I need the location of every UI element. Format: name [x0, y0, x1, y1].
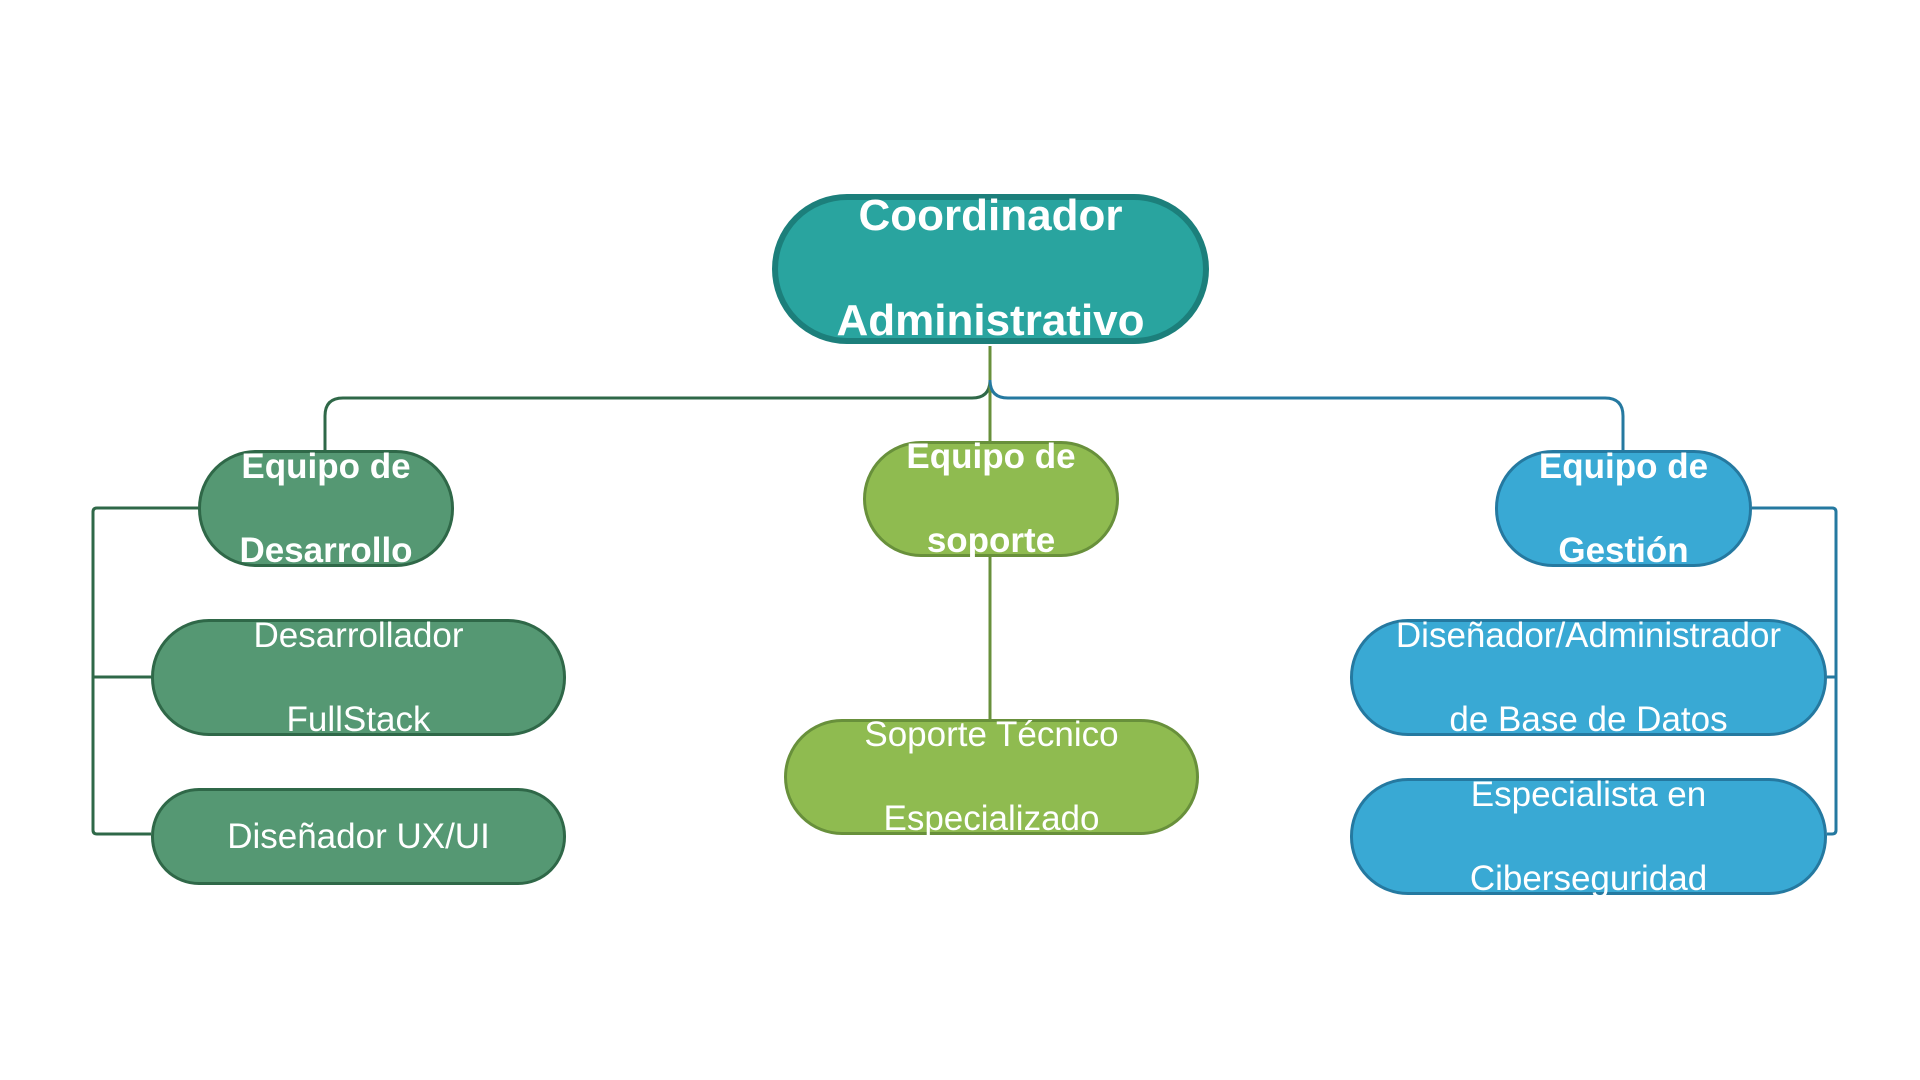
connector-management-roles — [1752, 506, 1838, 836]
role-cybersecurity-label-line1: Especialista en — [1470, 774, 1707, 814]
role-technical-support-label-line1: Soporte Técnico — [864, 715, 1119, 754]
role-fullstack-label-line1: Desarrollador — [253, 615, 464, 655]
team-support-label-line1: Equipo de — [906, 437, 1076, 476]
team-support-label-line2: soporte — [926, 521, 1056, 560]
team-management-label-line1: Equipo de — [1538, 446, 1709, 486]
role-technical-support-label-line2: Especializado — [883, 799, 1100, 838]
role-database-admin-label-line1: Diseñador/Administrador — [1395, 615, 1782, 655]
connector-development-roles — [91, 506, 198, 836]
role-fullstack-developer-node: Desarrollador FullStack — [151, 616, 566, 739]
team-management-node: Equipo de Gestión — [1495, 447, 1752, 570]
team-support-node: Equipo de soporte — [863, 437, 1119, 560]
team-development-node: Equipo de Desarrollo — [198, 447, 454, 570]
team-development-label-line2: Desarrollo — [239, 530, 413, 570]
coordinator-node: Coordinador Administrativo — [772, 191, 1209, 345]
role-technical-support-node: Soporte Técnico Especializado — [784, 715, 1199, 838]
role-fullstack-label-line2: FullStack — [286, 699, 431, 739]
role-database-admin-label-line2: de Base de Datos — [1449, 699, 1728, 739]
team-development-label-line1: Equipo de — [241, 446, 411, 486]
connector-root-management — [988, 379, 1625, 450]
coordinator-label-line2: Administrativo — [836, 296, 1145, 346]
role-cybersecurity-node: Especialista en Ciberseguridad — [1350, 775, 1827, 898]
team-management-label-line2: Gestión — [1558, 530, 1689, 570]
role-database-admin-node: Diseñador/Administrador de Base de Datos — [1350, 616, 1827, 739]
role-cybersecurity-label-line2: Ciberseguridad — [1469, 858, 1708, 898]
role-ux-ui-label: Diseñador UX/UI — [227, 816, 490, 856]
role-ux-ui-designer-node: Diseñador UX/UI — [151, 788, 566, 885]
coordinator-label-line1: Coordinador — [858, 190, 1123, 240]
